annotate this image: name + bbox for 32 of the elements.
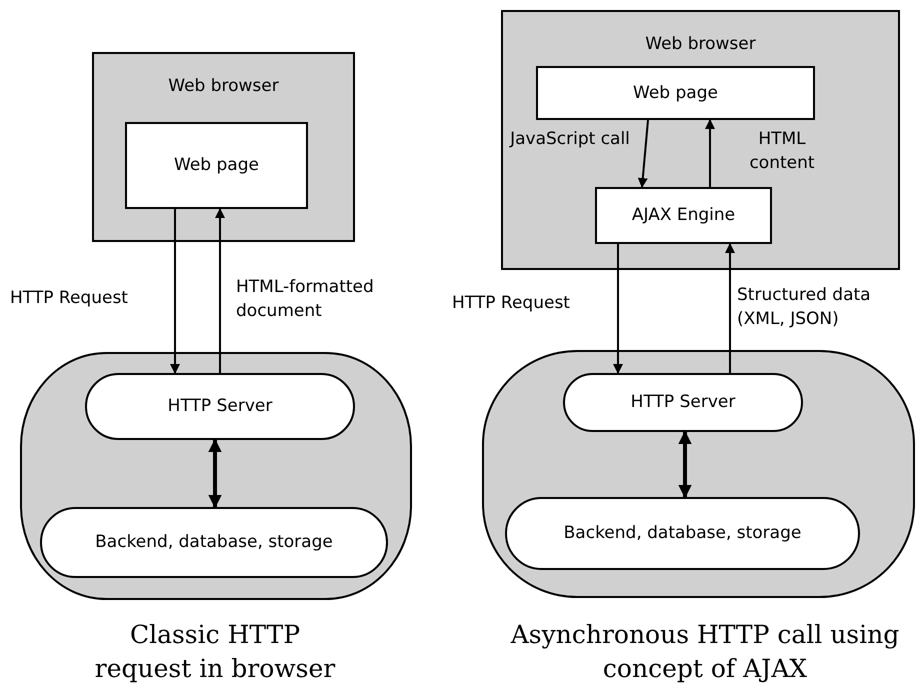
edge-label: HTTP Request [452, 292, 571, 315]
edge-label: HTTP Request [10, 287, 129, 310]
node-label: Backend, database, storage [562, 522, 802, 546]
node-label: Backend, database, storage [94, 531, 334, 554]
node-label: AJAX Engine [630, 204, 736, 228]
rounded-box [505, 497, 860, 570]
arrow [170, 209, 180, 374]
arrow [678, 430, 692, 498]
arrow [638, 120, 649, 188]
edge-label: HTML-formatted document [236, 276, 375, 323]
arrow [208, 438, 222, 508]
process-box [125, 122, 308, 209]
edge-label: HTML content [748, 128, 816, 175]
node-label: HTTP Server [166, 395, 274, 418]
arrow [705, 119, 715, 187]
rounded-box [40, 507, 388, 578]
process-box [536, 66, 815, 120]
diagram-caption: Asynchronous HTTP call using concept of AJAX [510, 619, 900, 685]
process-box [595, 187, 772, 244]
arrow [613, 244, 623, 374]
arrow [215, 208, 225, 373]
browser-box [92, 52, 355, 242]
node-label: Web page [632, 82, 719, 105]
edge-label: JavaScript call [510, 128, 630, 151]
node-label: Web page [173, 154, 260, 178]
arrow [725, 243, 735, 373]
browser-box [501, 10, 900, 270]
diagram-caption: Classic HTTP request in browser [94, 619, 336, 685]
box-heading: Web browser [167, 75, 280, 98]
edge-label: Structured data (XML, JSON) [737, 284, 872, 331]
box-heading: Web browser [644, 33, 757, 56]
node-label: HTTP Server [630, 391, 736, 414]
